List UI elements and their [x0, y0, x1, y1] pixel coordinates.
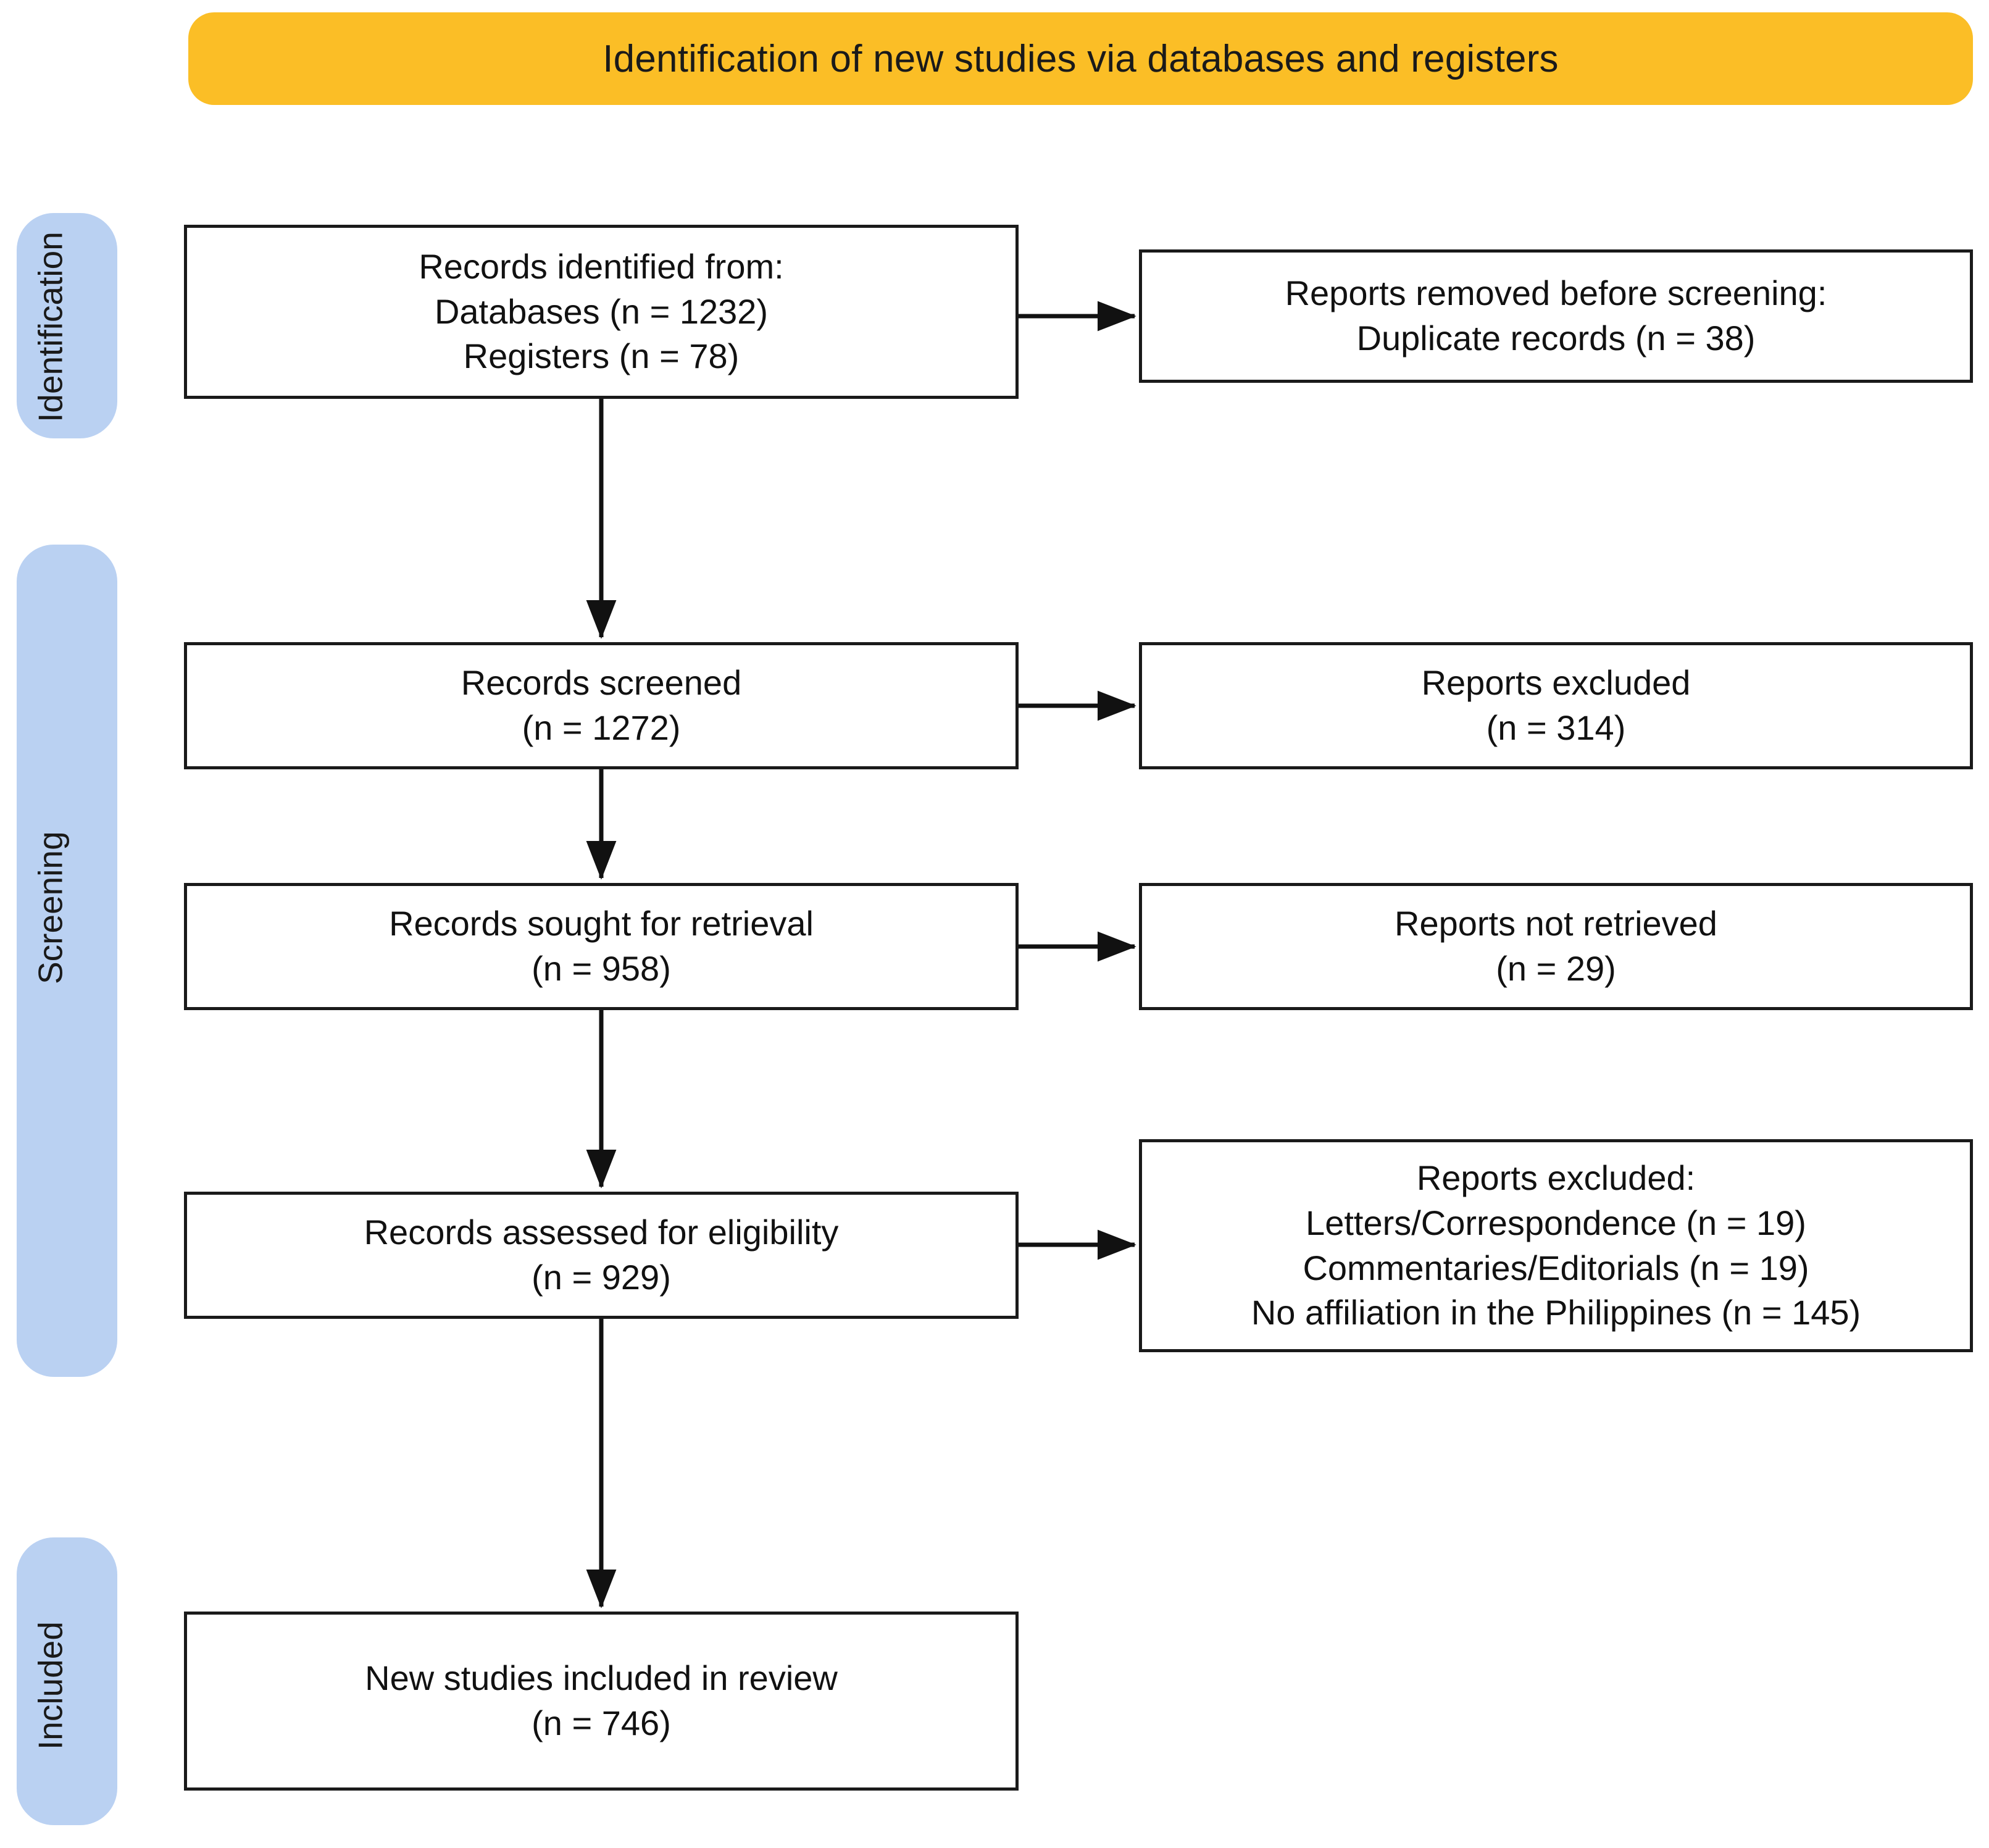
stage-label-screening: Screening	[31, 831, 70, 984]
box-line: Reports excluded	[1421, 663, 1691, 703]
box-line: New studies included in review	[365, 1658, 838, 1698]
box-line: (n = 29)	[1496, 949, 1616, 988]
section-header-identification: Identification of new studies via databa…	[188, 12, 1973, 105]
box-line: (n = 1272)	[522, 708, 681, 747]
box-records-screened: Records screened (n = 1272)	[184, 642, 1019, 769]
box-reports-not-retrieved: Reports not retrieved (n = 29)	[1139, 883, 1973, 1010]
stage-label-included: Included	[31, 1621, 70, 1750]
stage-pill-identification	[17, 213, 117, 438]
stage-label-identification: Identification	[31, 232, 70, 423]
box-new-studies-included: New studies included in review (n = 746)	[184, 1612, 1019, 1791]
box-line: (n = 958)	[532, 949, 671, 988]
box-line: Records assessed for eligibility	[364, 1213, 839, 1252]
box-records-sought-for-retrieval: Records sought for retrieval (n = 958)	[184, 883, 1019, 1010]
box-line: Reports not retrieved	[1395, 904, 1717, 943]
stage-pill-included	[17, 1537, 117, 1825]
box-line: No affiliation in the Philippines (n = 1…	[1251, 1293, 1861, 1332]
box-reports-removed-before-screening: Reports removed before screening: Duplic…	[1139, 249, 1973, 383]
box-line: Records identified from:	[419, 246, 784, 286]
box-line: Databases (n = 1232)	[434, 291, 769, 331]
box-line: Duplicate records (n = 38)	[1356, 319, 1756, 357]
box-line: Commentaries/Editorials (n = 19)	[1303, 1248, 1809, 1287]
box-line: (n = 746)	[532, 1704, 671, 1742]
box-line: Letters/Correspondence (n = 19)	[1306, 1203, 1806, 1242]
box-records-assessed-for-eligibility: Records assessed for eligibility (n = 92…	[184, 1192, 1019, 1319]
box-reports-excluded-screening: Reports excluded (n = 314)	[1139, 642, 1973, 769]
box-line: (n = 314)	[1486, 708, 1626, 747]
box-records-identified: Records identified from: Databases (n = …	[184, 225, 1019, 399]
box-line: Reports excluded:	[1416, 1158, 1696, 1197]
box-line: Records screened	[461, 663, 742, 703]
box-line: Records sought for retrieval	[389, 904, 814, 943]
box-line: Reports removed before screening:	[1285, 274, 1827, 313]
section-header-title: Identification of new studies via databa…	[603, 37, 1559, 80]
box-line: (n = 929)	[532, 1258, 671, 1297]
box-line: Registers (n = 78)	[463, 337, 740, 376]
box-reports-excluded-eligibility: Reports excluded: Letters/Correspondence…	[1139, 1139, 1973, 1352]
stage-pill-screening	[17, 545, 117, 1377]
